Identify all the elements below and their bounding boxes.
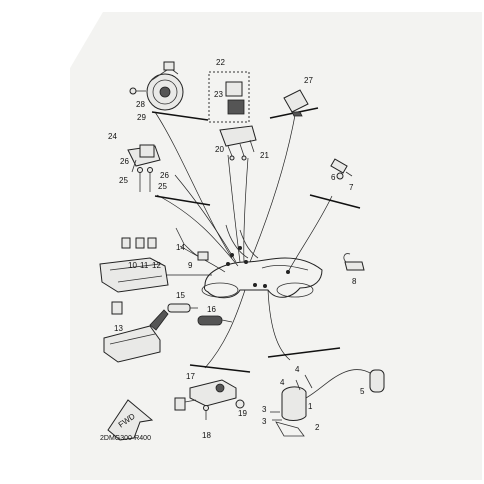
diagram-code: 2DMG300-R400 [100,435,151,442]
callout-1: 1 [308,402,313,411]
callout-labels: 1 2 3 3 4 4 5 6 7 8 9 10 11 12 13 14 15 … [108,58,365,440]
callout-18: 18 [202,431,211,440]
flasher-relay-part [283,89,309,117]
callout-14: 14 [176,243,185,252]
starter-relay-part [174,379,245,420]
motorcycle-outline [201,224,323,299]
main-fuse-part [103,301,169,363]
callout-23: 23 [214,90,223,99]
callout-26a: 26 [120,157,129,166]
group-bracket-marks [151,107,361,373]
callout-25b: 25 [158,182,167,191]
callout-2: 2 [315,423,320,432]
callout-22: 22 [216,58,225,67]
callout-16: 16 [207,305,216,314]
callout-29: 29 [137,113,146,122]
callout-26b: 26 [160,171,169,180]
callout-6: 6 [331,173,336,182]
resistor-part [167,303,233,326]
callout-13: 13 [114,324,123,333]
callout-10: 10 [128,261,137,270]
harness-connector-dots [226,246,290,288]
callout-3b: 3 [262,417,267,426]
callout-25a: 25 [119,176,128,185]
callout-5: 5 [360,387,365,396]
horn-part [129,61,184,111]
callout-4b: 4 [280,378,285,387]
callout-17: 17 [186,372,195,381]
callout-19: 19 [238,409,247,418]
callout-3a: 3 [262,405,267,414]
callout-21: 21 [260,151,269,160]
forward-direction-arrow: FWD [107,399,154,441]
callout-28: 28 [136,100,145,109]
callout-15: 15 [176,291,185,300]
sensor-part [343,253,365,271]
callout-20: 20 [215,145,224,154]
callout-24: 24 [108,132,117,141]
relay-bracket-part [127,144,161,192]
ignition-coil-part [270,369,385,437]
harness-leader-lines [154,111,333,369]
callout-4a: 4 [295,365,300,374]
connector-part [175,227,209,261]
relay-kit-part [208,71,250,123]
callout-8: 8 [352,277,357,286]
switch-part [330,158,353,180]
callout-11: 11 [140,261,149,270]
callout-27: 27 [304,76,313,85]
callout-9: 9 [188,261,193,270]
callout-7: 7 [349,183,354,192]
callout-12: 12 [152,261,161,270]
fuse-bracket-part [219,125,257,161]
fuse-box-part [99,237,169,293]
